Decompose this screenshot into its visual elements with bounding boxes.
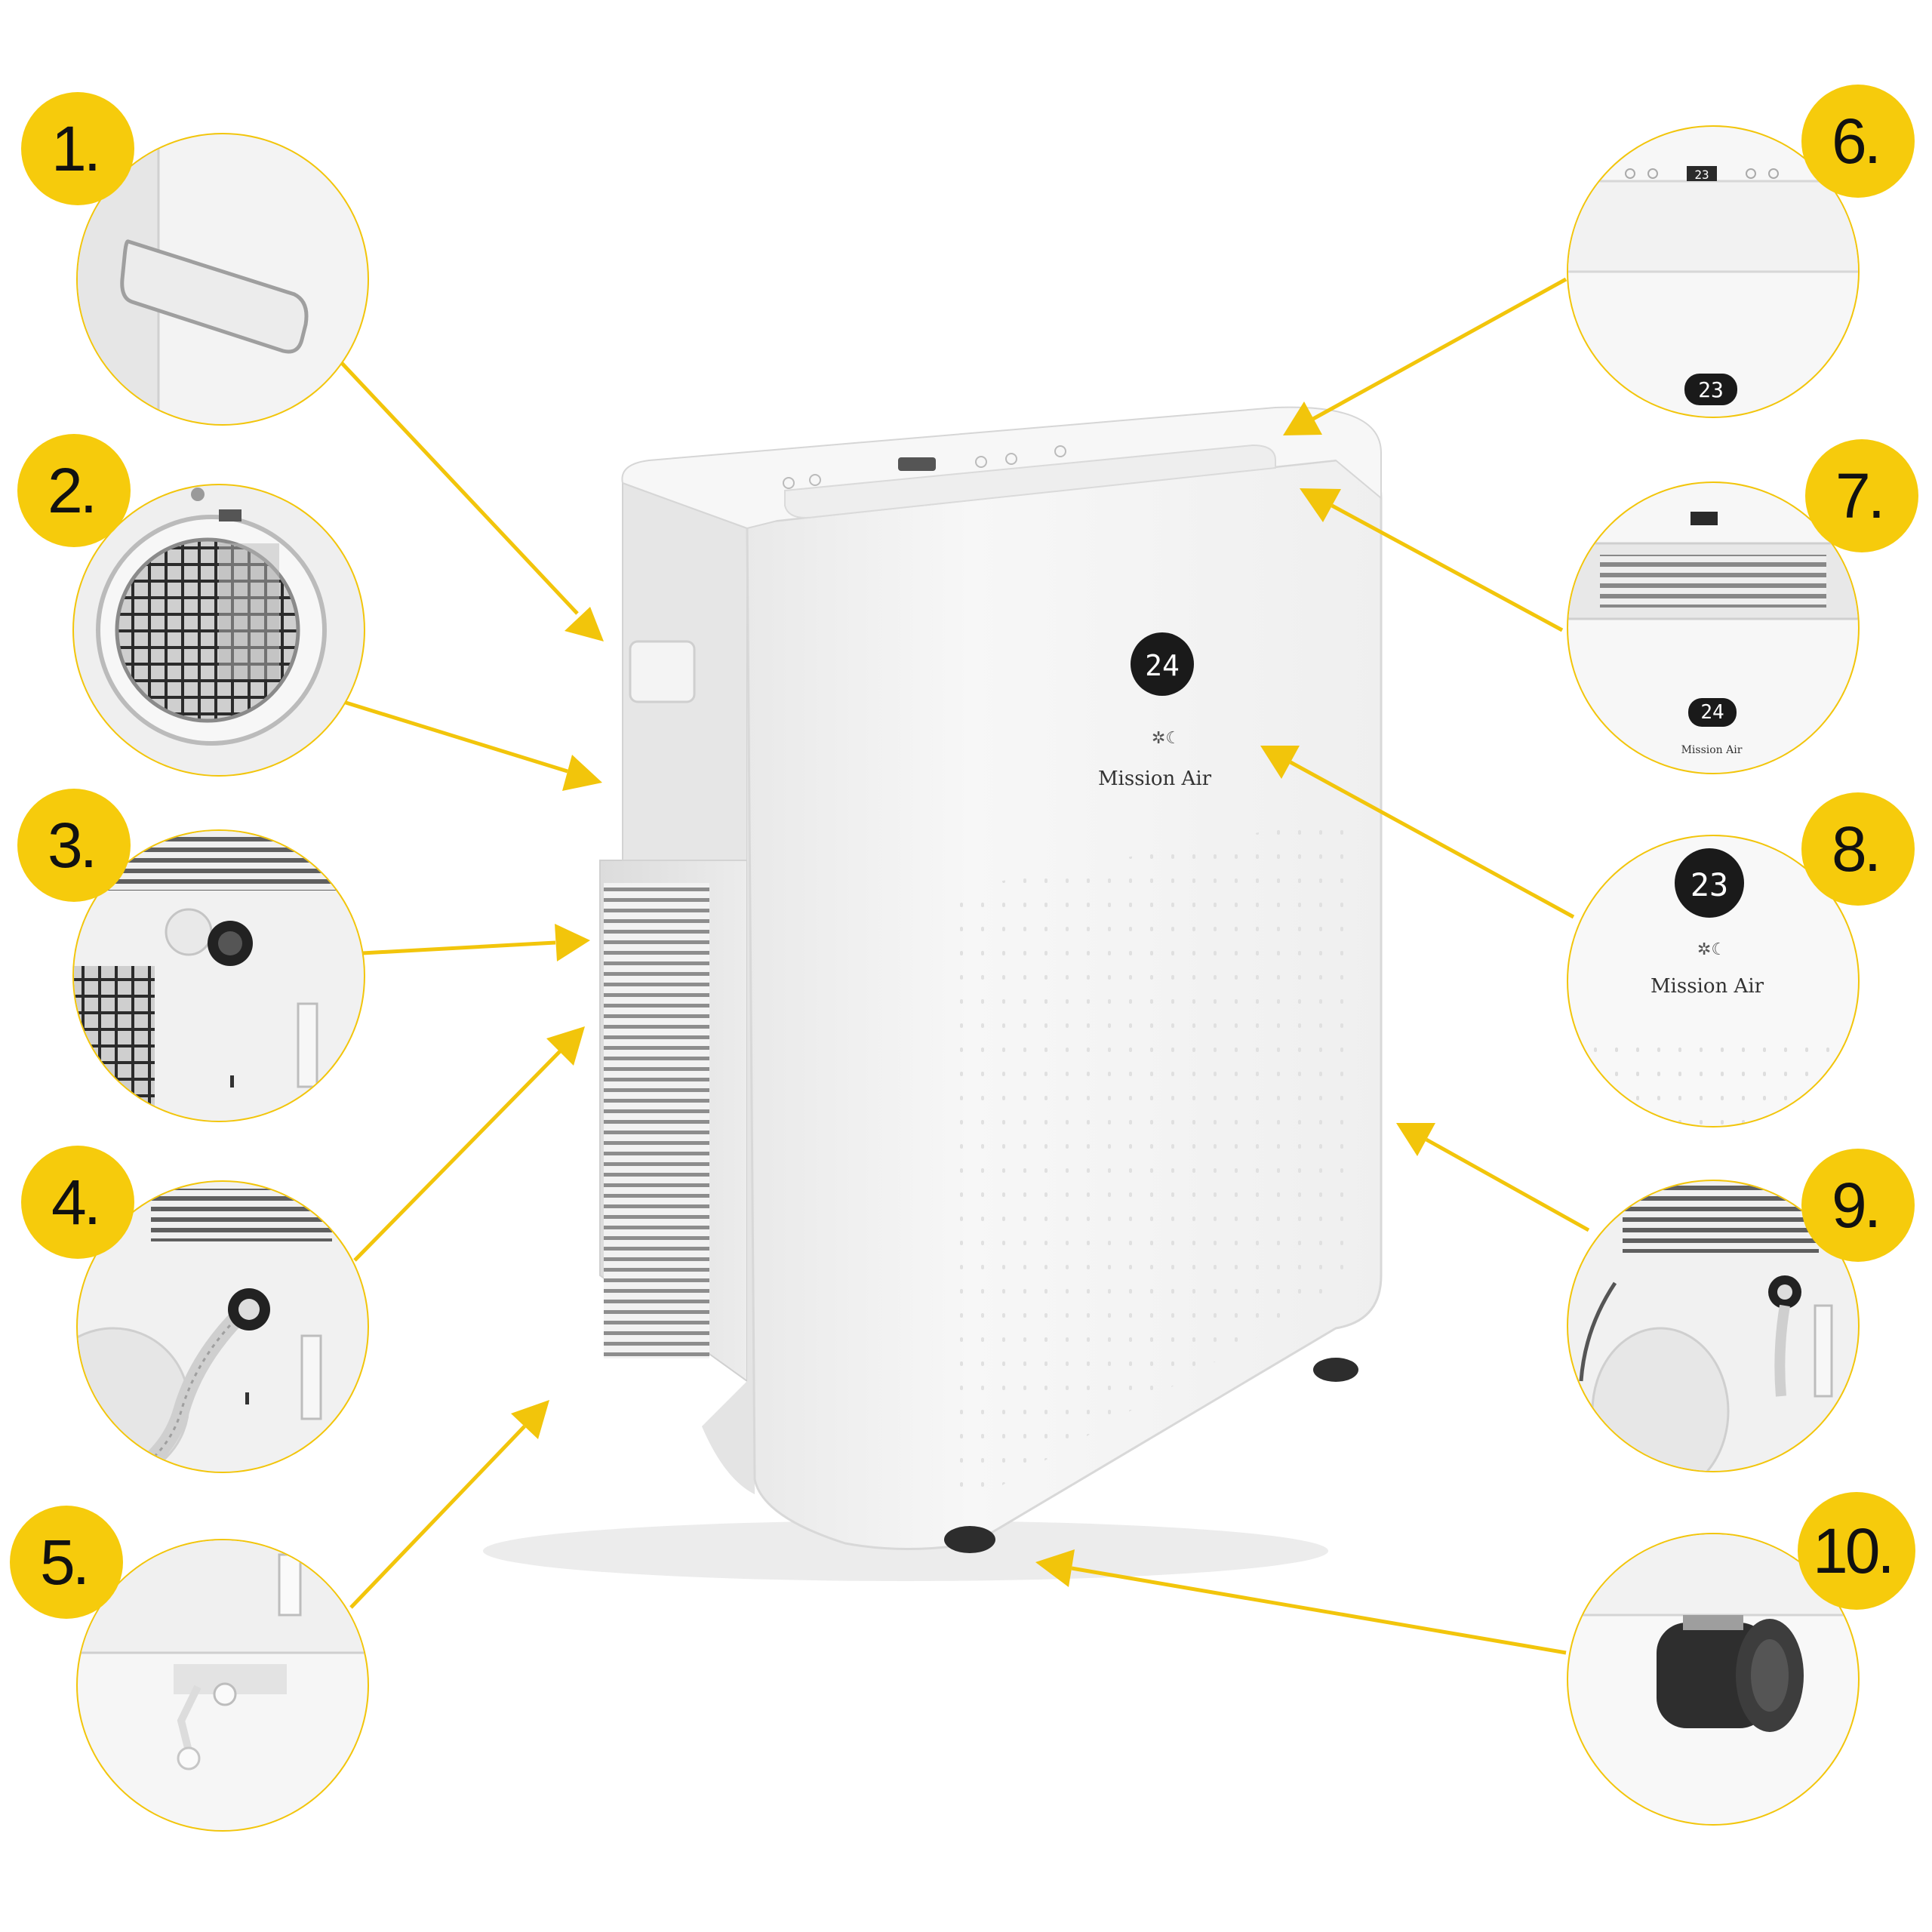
- detail-circle-1: [76, 133, 369, 426]
- badge-1-label: 1.: [51, 113, 98, 184]
- panel-7-display-value: 24: [1700, 701, 1724, 724]
- badge-6: 6.: [1801, 85, 1915, 198]
- badge-5: 5.: [10, 1506, 123, 1619]
- badge-10-label: 10.: [1813, 1515, 1892, 1586]
- side-intake-grille: [604, 883, 709, 1358]
- rear-wheel: [1313, 1358, 1358, 1382]
- svg-text:23: 23: [1694, 168, 1709, 182]
- panel-8-display-value: 23: [1690, 866, 1729, 903]
- detail-circle-2: [72, 484, 365, 777]
- front-wheel: [944, 1526, 995, 1553]
- panel-6-display-value: 23: [1698, 377, 1724, 402]
- badge-2: 2.: [17, 434, 131, 547]
- side-handle: [629, 640, 696, 703]
- brand-logo-icon: ✲☾: [1697, 940, 1726, 958]
- detail-circle-7: 24 Mission Air: [1567, 481, 1860, 774]
- badge-4-label: 4.: [51, 1167, 98, 1238]
- panel-8-brand-name: Mission Air: [1651, 975, 1764, 998]
- badge-3: 3.: [17, 789, 131, 902]
- air-conditioner-unit: 24 ✲☾ Mission Air: [483, 406, 1383, 1581]
- detail-circle-6: 23 23: [1567, 125, 1860, 418]
- badge-8-label: 8.: [1832, 814, 1878, 884]
- badge-6-label: 6.: [1832, 106, 1878, 177]
- badge-3-label: 3.: [48, 810, 94, 881]
- badge-1: 1.: [21, 92, 134, 205]
- badge-2-label: 2.: [48, 455, 94, 526]
- badge-8: 8.: [1801, 792, 1915, 906]
- badge-5-label: 5.: [40, 1527, 87, 1598]
- detail-circle-5: [76, 1539, 369, 1832]
- panel-8-display: [1675, 848, 1744, 918]
- brand-logo-icon: ✲☾: [1152, 728, 1180, 747]
- top-louvre: [784, 444, 1276, 518]
- front-display: [1131, 632, 1194, 696]
- detail-circle-4: [76, 1180, 369, 1473]
- brand-name: Mission Air: [1098, 768, 1212, 790]
- callout-arrows: [338, 277, 1590, 1655]
- svg-text:Mission Air: Mission Air: [1681, 744, 1743, 756]
- badge-4: 4.: [21, 1146, 134, 1259]
- badge-9: 9.: [1801, 1149, 1915, 1262]
- badge-7-label: 7.: [1835, 460, 1882, 531]
- badge-10: 10.: [1798, 1492, 1915, 1610]
- front-display-value: 24: [1145, 649, 1180, 682]
- badge-7: 7.: [1805, 439, 1918, 552]
- badge-9-label: 9.: [1832, 1170, 1878, 1241]
